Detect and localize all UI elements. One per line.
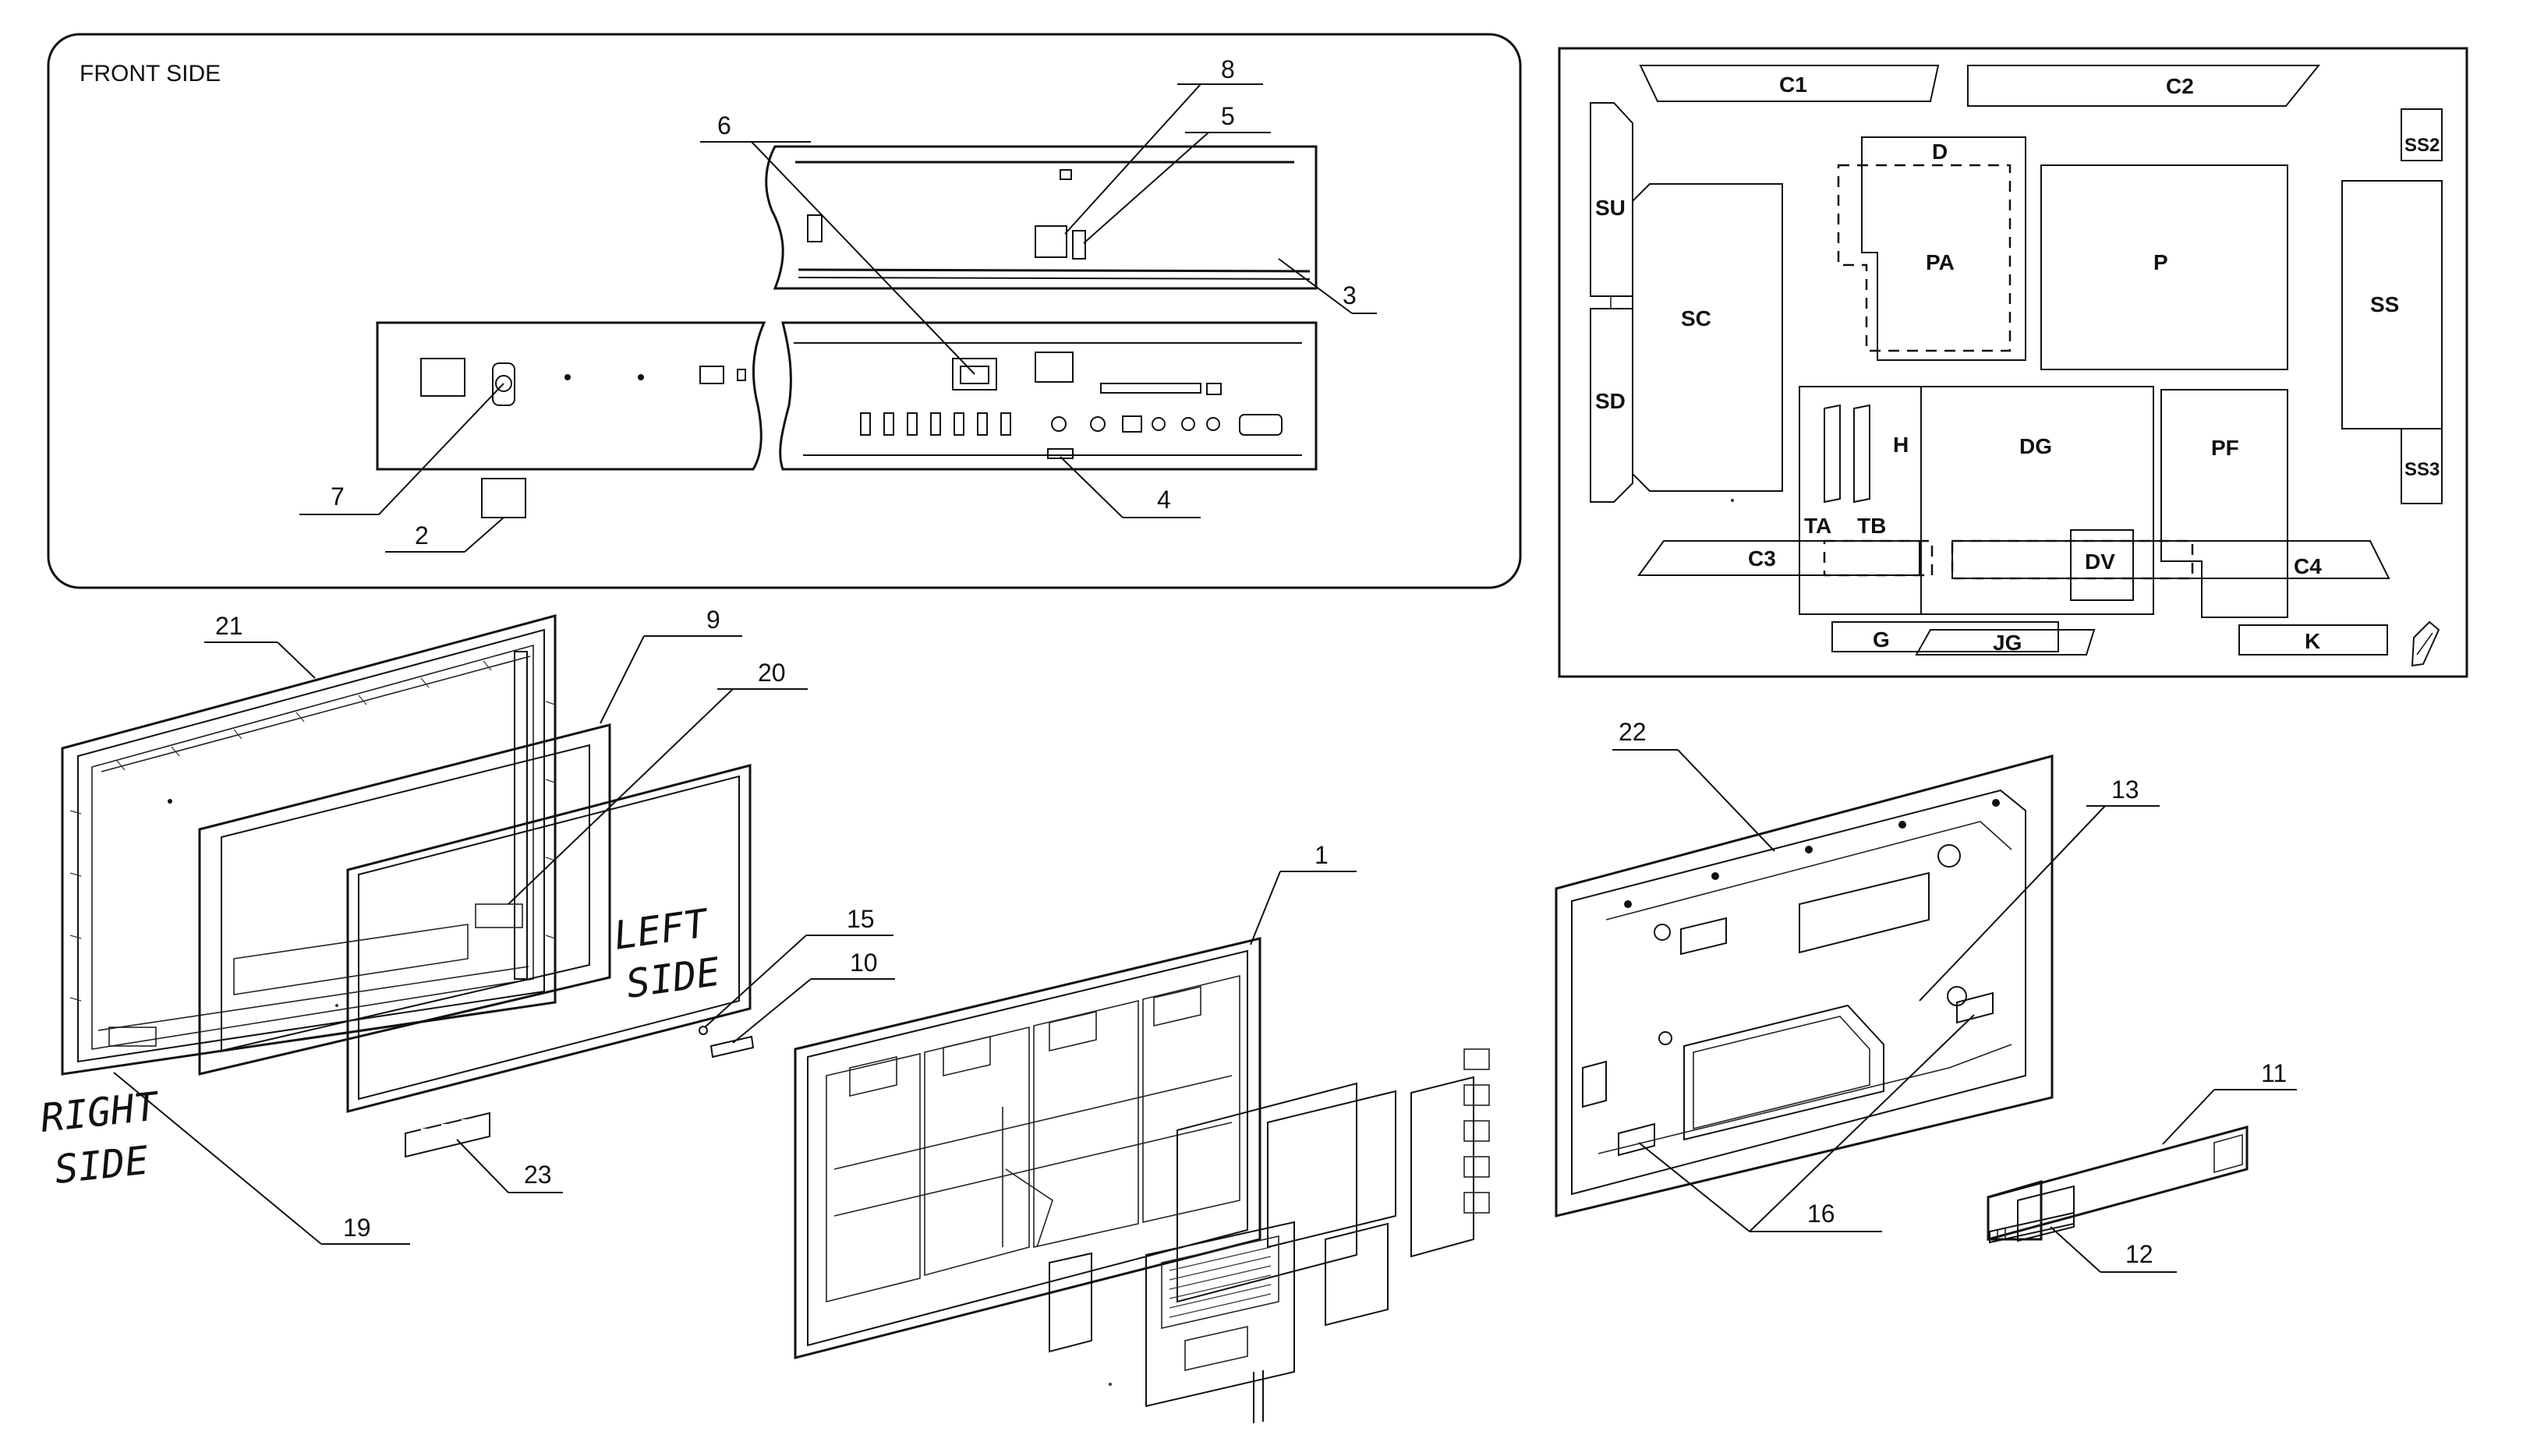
part-9-frame [198,723,611,1076]
callout-3: 3 [1343,281,1357,309]
board-SS: SS [2341,180,2443,429]
svg-text:SU: SU [1595,196,1626,220]
part-12-terminal-cover: 12 [1987,1179,2177,1273]
svg-text:SS3: SS3 [2404,459,2440,480]
board-small-corner [2411,620,2440,667]
front-upper-bezel [765,145,1318,290]
front-frame-assembly: LEFT SIDE RIGHT SIDE 21 9 20 15 10 19 [38,606,895,1245]
scan-specks [335,499,1734,1386]
part-15-screw [699,1026,708,1035]
part-23-bracket [405,1111,490,1158]
board-C3: C3 [1637,539,1934,577]
board-SS3: SS3 [2401,428,2443,504]
svg-text:PA: PA [1926,250,1955,274]
board-P: P [2040,164,2288,370]
front-side-title: FRONT SIDE [80,61,221,87]
board-SD: SD [1590,308,1633,503]
front-ports-row [860,412,1283,436]
svg-text:TA: TA [1804,514,1831,538]
svg-text:P: P [2153,250,2168,274]
svg-text:DV: DV [2085,550,2115,574]
chassis-boards [826,974,1240,1303]
front-callouts: 6 8 5 3 7 2 4 [299,55,1377,553]
svg-text:JG: JG [1993,631,2022,655]
callout-13: 13 [2111,776,2139,804]
svg-text:C3: C3 [1748,546,1776,571]
svg-text:H: H [1893,433,1909,457]
svg-text:C2: C2 [2166,74,2194,98]
callout-12: 12 [2125,1240,2153,1268]
board-JG: JG [1915,629,2096,656]
rear-cover-screw-holes [1624,799,2000,1045]
part-21-front-cabinet [61,614,557,1076]
chassis-right-boards [1177,1048,1490,1327]
board-G: G [1831,621,2059,652]
part-1-chassis-assembly: 1 [794,841,1490,1423]
handwritten-left: LEFT [611,900,713,959]
callout-7: 7 [331,482,345,511]
front-lower-left-strip [376,321,766,518]
svg-text:C4: C4 [2294,554,2322,578]
board-K: K [2238,624,2388,656]
callout-20: 20 [758,659,786,687]
chassis-center-digital-board [1145,1221,1295,1423]
board-PA: PA [1837,164,2012,352]
callout-16: 16 [1807,1200,1835,1228]
part-22-rear-cover: 22 13 16 [1555,718,2160,1232]
board-D: D [1861,136,2026,361]
callout-6: 6 [717,111,731,140]
part-10-clip [709,1035,755,1058]
board-SC: SC [1632,183,1783,492]
board-C1: C1 [1639,65,1940,102]
callout-22: 22 [1619,718,1647,746]
handwritten-right-side: SIDE [52,1138,150,1193]
callout-10: 10 [850,949,878,977]
board-DV: DV [2070,529,2134,601]
callout-2: 2 [415,521,429,550]
board-SS2: SS2 [2401,108,2443,161]
svg-text:G: G [1873,627,1890,652]
frame-callouts: 21 9 20 15 10 19 23 [113,606,895,1245]
svg-text:SS2: SS2 [2404,135,2440,156]
handwritten-left-side: SIDE [624,949,723,1007]
svg-text:SS: SS [2370,292,2399,316]
svg-text:TB: TB [1857,514,1886,538]
board-C4: C4 [1951,539,2390,580]
part-11-cover-plate: 11 [1987,1059,2297,1244]
svg-text:C1: C1 [1779,72,1807,97]
handwritten-right: RIGHT [38,1083,162,1141]
callout-15: 15 [847,905,875,933]
svg-text:K: K [2305,629,2320,653]
callout-8: 8 [1221,55,1235,83]
callout-11: 11 [2261,1059,2287,1087]
board-C2: C2 [1967,65,2321,107]
board-layout-panel: C1 C2 SS2 SU SD SC D PA [1558,47,2468,678]
board-DG: DG [1920,386,2154,615]
callout-23: 23 [524,1161,552,1189]
callout-4: 4 [1157,486,1171,514]
callout-9: 9 [706,606,720,634]
front-side-panel: FRONT SIDE [47,33,1522,589]
svg-text:SD: SD [1595,389,1626,413]
callout-21: 21 [215,612,243,640]
svg-text:SC: SC [1681,306,1711,330]
board-TA: TA [1804,404,1841,538]
svg-text:DG: DG [2019,434,2052,458]
front-lower-right-panel [779,321,1318,471]
svg-text:D: D [1932,140,1948,164]
callout-5: 5 [1221,102,1235,130]
callout-1: 1 [1314,841,1329,869]
board-TB: TB [1853,404,1886,538]
svg-text:PF: PF [2211,436,2239,460]
board-PF: PF [2160,389,2288,618]
callout-19: 19 [343,1214,371,1242]
